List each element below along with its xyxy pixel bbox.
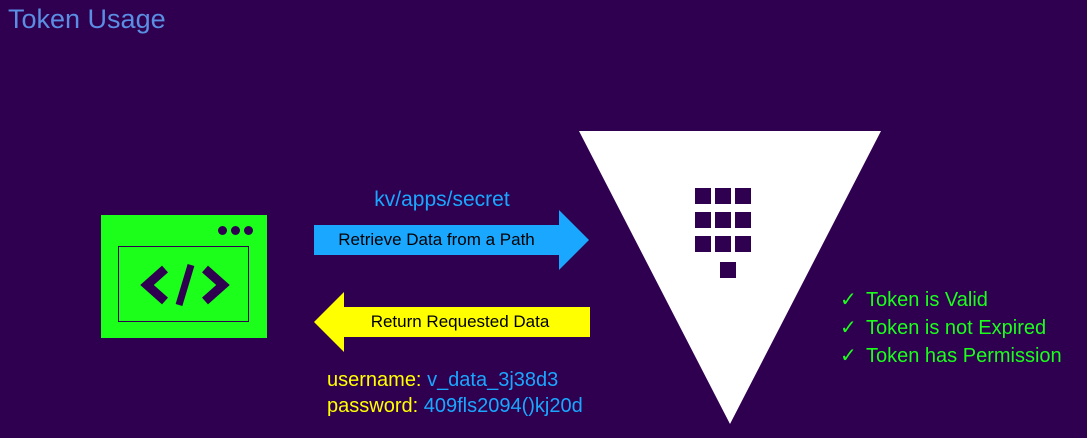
credential-value: v_data_3j38d3	[427, 369, 559, 391]
credential-row: username: v_data_3j38d3	[327, 367, 583, 393]
request-path-label: kv/apps/secret	[374, 188, 510, 211]
check-item: ✓ Token is not Expired	[840, 314, 1062, 342]
check-text: Token has Permission	[866, 345, 1062, 367]
check-text: Token is Valid	[866, 289, 988, 311]
code-brackets-icon	[140, 263, 230, 307]
request-arrow-label: Retrieve Data from a Path	[338, 230, 535, 249]
credential-row: password: 409fls2094()kj20d	[327, 393, 583, 419]
page-title: Token Usage	[8, 4, 166, 34]
check-item: ✓ Token has Permission	[840, 342, 1062, 370]
request-arrow	[314, 210, 589, 270]
response-arrow-label: Return Requested Data	[370, 312, 550, 331]
response-arrow	[314, 292, 590, 352]
credential-key: password:	[327, 395, 419, 417]
code-window-screen	[118, 246, 249, 322]
check-icon: ✓	[840, 317, 857, 339]
check-icon: ✓	[840, 289, 857, 311]
token-checks: ✓ Token is Valid ✓ Token is not Expired ✓ T…	[840, 286, 1062, 370]
code-window-icon	[101, 215, 267, 338]
check-icon: ✓	[840, 345, 857, 367]
vault-logo	[579, 131, 881, 424]
check-text: Token is not Expired	[866, 317, 1047, 339]
credential-key: username:	[327, 369, 422, 391]
returned-credentials: username: v_data_3j38d3 password: 409fls…	[327, 367, 583, 419]
credential-value: 409fls2094()kj20d	[423, 395, 583, 417]
check-item: ✓ Token is Valid	[840, 286, 1062, 314]
vault-grid-icon	[695, 188, 751, 278]
